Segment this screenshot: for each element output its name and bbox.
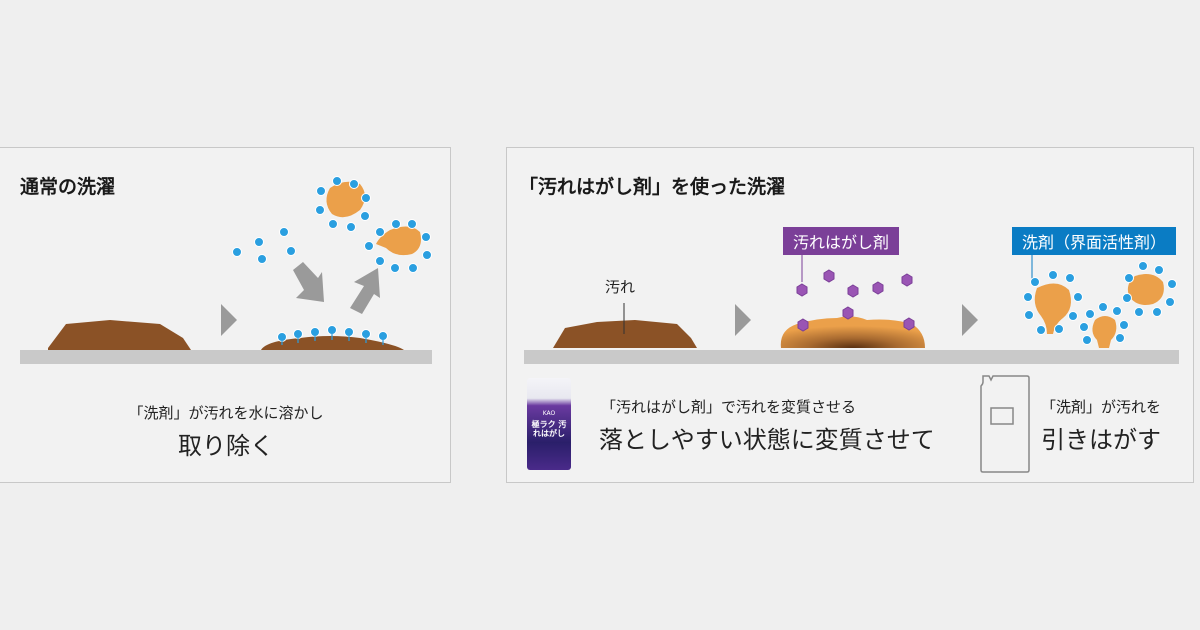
panel-title: 「汚れはがし剤」を使った洗濯 [519, 176, 786, 198]
stain-remover-wash-panel: 「汚れはがし剤」を使った洗濯 [506, 147, 1194, 483]
next-step-arrow-icon [221, 304, 237, 336]
remover-caption-line2: 落としやすい状態に変質させて [599, 426, 935, 454]
next-step-arrow-icon [962, 304, 978, 336]
stain-label: 汚れ [605, 278, 636, 296]
remover-caption-line1: 「汚れはがし剤」で汚れを変質させる [601, 398, 857, 416]
up-arrow-icon [350, 268, 380, 314]
stain-remover-tag: 汚れはがし剤 [783, 227, 900, 255]
product-brand: KAO [542, 410, 556, 417]
next-step-arrow-icon [735, 304, 751, 336]
normal-wash-panel: 通常の洗濯 「洗剤」が汚れを水に溶かし 取り除 [0, 147, 451, 483]
stain-mound-illustration [48, 304, 404, 350]
surface-ground [524, 350, 1179, 364]
left-caption-line1: 「洗剤」が汚れを水に溶かし [128, 404, 324, 422]
panel-title: 通常の洗濯 [20, 176, 116, 198]
detergent-caption-line1: 「洗剤」が汚れを [1041, 398, 1162, 416]
stain-remover-illustration [553, 252, 1177, 348]
left-caption-line2: 取り除く [178, 432, 274, 460]
stain-remover-product-image: KAO 極ラク 汚れはがし [527, 378, 571, 470]
surface-ground [20, 350, 432, 364]
detergent-bottle-icon [980, 375, 1030, 473]
product-name: 極ラク 汚れはがし [531, 420, 567, 438]
detergent-caption-line2: 引きはがす [1041, 426, 1161, 454]
surfactant-action-illustration [232, 176, 432, 345]
detergent-tag: 洗剤（界面活性剤） [1012, 227, 1177, 255]
down-arrow-icon [293, 262, 324, 302]
